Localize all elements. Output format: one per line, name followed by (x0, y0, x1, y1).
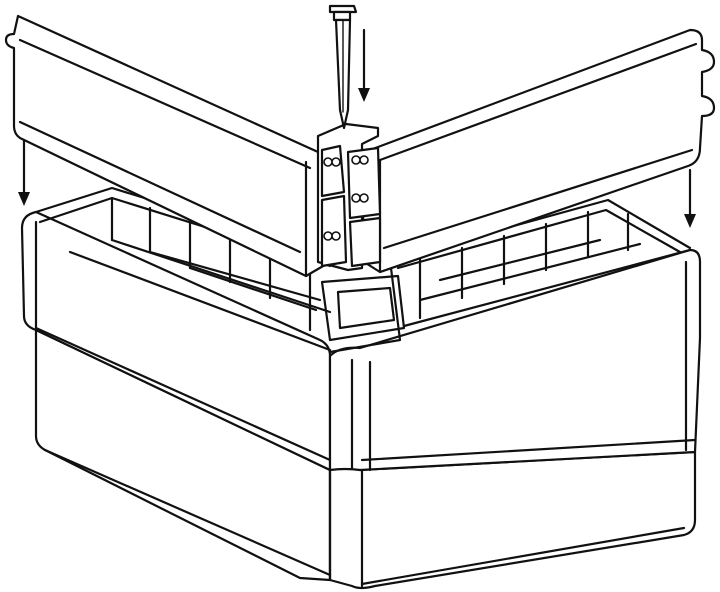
upper-box-frame (20, 210, 702, 472)
arrow-left-panel-down (18, 138, 30, 206)
left-side-panel (4, 14, 332, 278)
right-side-panel (360, 28, 716, 274)
arrow-right-panel-down (684, 168, 696, 228)
connector-pin (328, 4, 358, 130)
corner-hinge (316, 122, 382, 272)
arrow-pin-down (358, 28, 370, 102)
lower-box-frame (34, 328, 697, 590)
